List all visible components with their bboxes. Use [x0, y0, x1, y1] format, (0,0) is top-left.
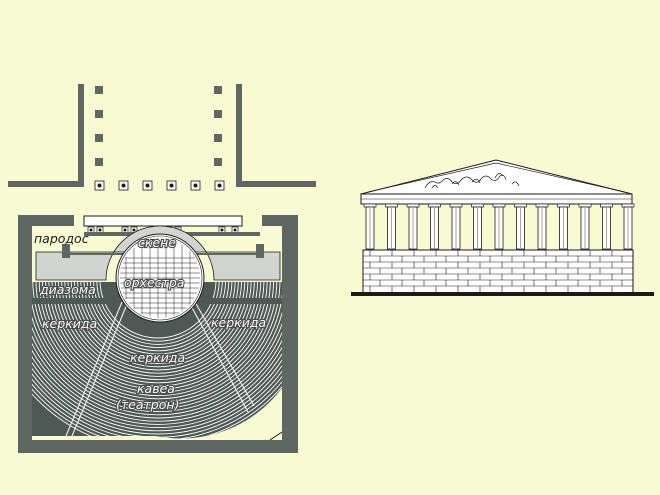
- podium: [362, 249, 634, 295]
- label-theatron: (театрон): [116, 397, 179, 412]
- label-kerkida-center: керкида: [130, 350, 185, 365]
- pediment: [360, 159, 633, 195]
- pediment-sculptures: [424, 173, 520, 189]
- ground-line: [351, 292, 654, 296]
- courtyard-left-piers: [95, 86, 103, 166]
- courtyard-plan: [8, 84, 316, 191]
- aisles: [65, 301, 255, 437]
- stage-floor: [35, 225, 281, 281]
- label-orchestra: орхестра: [124, 275, 184, 290]
- courtyard-column-row: [94, 180, 225, 191]
- courtyard-right-piers: [214, 86, 222, 166]
- theatre-plan: пародос скене диазома орхестра керкида к…: [18, 215, 298, 453]
- skene-columns: [87, 226, 239, 234]
- label-skene: скене: [138, 235, 176, 250]
- label-kerkida-left: керкида: [42, 316, 97, 331]
- temple-elevation: [351, 159, 654, 296]
- label-kerkida-right: керкида: [211, 315, 266, 330]
- label-parodos: пародос: [34, 231, 89, 246]
- colonnade: [363, 203, 635, 250]
- skene-building: [83, 215, 243, 227]
- orchestra: [115, 233, 205, 323]
- label-kavea: кавеа: [137, 381, 175, 396]
- label-diazoma: диазома: [39, 282, 96, 297]
